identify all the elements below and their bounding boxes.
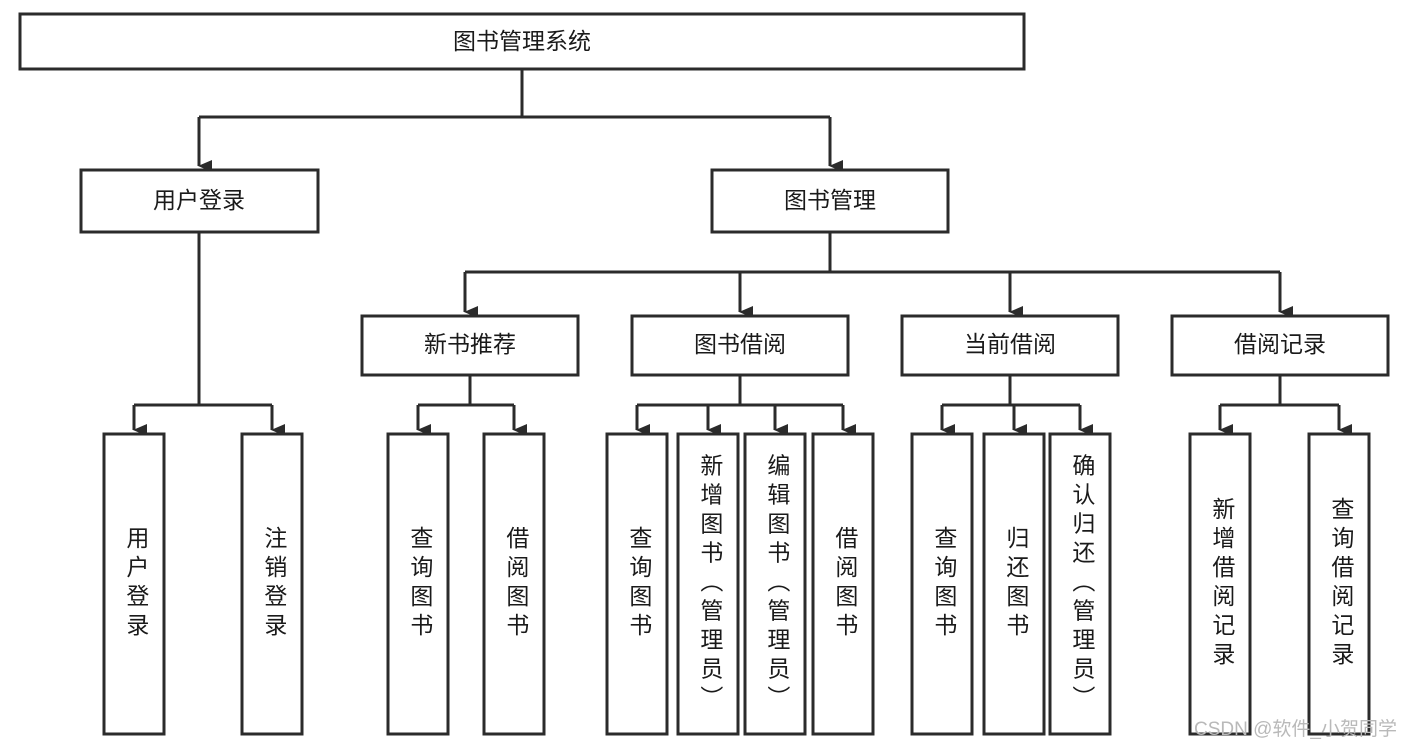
edge-group-current-borrow-to-leaves — [940, 375, 1093, 436]
node-leaf-query-book-3-box[interactable] — [910, 432, 974, 736]
node-book-manage[interactable]: 图书管理 — [710, 168, 950, 234]
node-leaf-borrow-book-1-label: 借阅图书 — [503, 526, 530, 642]
node-leaf-query-record[interactable]: 查询借阅记录 — [1307, 432, 1371, 736]
node-leaf-borrow-book-2-box[interactable] — [811, 432, 875, 736]
node-new-book-recommend-box[interactable] — [360, 314, 580, 377]
node-leaf-edit-book[interactable]: 编辑图书（管理员） — [743, 432, 807, 736]
node-leaf-logout-label: 注销登录 — [261, 526, 288, 642]
node-root[interactable]: 图书管理系统 — [18, 12, 1026, 71]
node-leaf-query-book-3-label: 查询图书 — [931, 526, 958, 642]
edge-group-book-borrow-to-leaves — [635, 375, 856, 436]
node-leaf-query-book-2-box[interactable] — [605, 432, 669, 736]
node-root-label: 图书管理系统 — [453, 28, 591, 54]
node-user-login-label: 用户登录 — [153, 187, 245, 213]
node-leaf-edit-book-label: 编辑图书（管理员） — [764, 454, 791, 715]
node-leaf-edit-book-box[interactable] — [743, 432, 807, 736]
node-leaf-add-record-label: 新增借阅记录 — [1209, 497, 1236, 671]
node-new-book-recommend[interactable]: 新书推荐 — [360, 314, 580, 377]
node-leaf-borrow-book-1[interactable]: 借阅图书 — [482, 432, 546, 736]
node-book-borrow-box[interactable] — [630, 314, 850, 377]
node-book-borrow[interactable]: 图书借阅 — [630, 314, 850, 377]
edge-group-new-book-recommend-to-leaves — [416, 375, 527, 436]
node-leaf-user-login-box[interactable] — [102, 432, 166, 736]
node-leaf-borrow-book-2-label: 借阅图书 — [832, 526, 859, 642]
node-current-borrow[interactable]: 当前借阅 — [900, 314, 1120, 377]
node-leaf-query-record-box[interactable] — [1307, 432, 1371, 736]
node-leaf-add-record[interactable]: 新增借阅记录 — [1188, 432, 1252, 736]
node-borrow-record[interactable]: 借阅记录 — [1170, 314, 1390, 377]
node-leaf-add-record-box[interactable] — [1188, 432, 1252, 736]
node-leaf-query-book-1[interactable]: 查询图书 — [386, 432, 450, 736]
node-leaf-add-book-label: 新增图书（管理员） — [697, 454, 724, 715]
node-leaf-confirm-return-box[interactable] — [1048, 432, 1112, 736]
edge-group-root-to-level1 — [197, 69, 843, 172]
node-leaf-user-login-label: 用户登录 — [123, 526, 150, 642]
edge-group-book-manage-to-level2 — [463, 232, 1293, 318]
node-leaf-borrow-book-2[interactable]: 借阅图书 — [811, 432, 875, 736]
node-leaf-user-login[interactable]: 用户登录 — [102, 432, 166, 736]
node-leaf-add-book[interactable]: 新增图书（管理员） — [676, 432, 740, 736]
node-book-manage-box[interactable] — [710, 168, 950, 234]
node-borrow-record-label: 借阅记录 — [1234, 331, 1326, 357]
node-leaf-query-book-1-label: 查询图书 — [407, 526, 434, 642]
node-root-box[interactable] — [18, 12, 1026, 71]
node-book-manage-label: 图书管理 — [784, 187, 876, 213]
edge-group-user-login-to-leaves — [132, 232, 285, 436]
node-current-borrow-box[interactable] — [900, 314, 1120, 377]
node-leaf-add-book-box[interactable] — [676, 432, 740, 736]
node-borrow-record-box[interactable] — [1170, 314, 1390, 377]
edge-group-borrow-record-to-leaves — [1218, 375, 1352, 436]
node-leaf-confirm-return[interactable]: 确认归还（管理员） — [1048, 432, 1112, 736]
node-leaf-query-book-1-box[interactable] — [386, 432, 450, 736]
node-current-borrow-label: 当前借阅 — [964, 331, 1056, 357]
node-leaf-borrow-book-1-box[interactable] — [482, 432, 546, 736]
node-leaf-query-book-2-label: 查询图书 — [626, 526, 653, 642]
node-leaf-query-book-2[interactable]: 查询图书 — [605, 432, 669, 736]
node-leaf-return-book-box[interactable] — [982, 432, 1046, 736]
node-leaf-logout-box[interactable] — [240, 432, 304, 736]
node-book-borrow-label: 图书借阅 — [694, 331, 786, 357]
node-leaf-logout[interactable]: 注销登录 — [240, 432, 304, 736]
node-user-login[interactable]: 用户登录 — [79, 168, 320, 234]
node-leaf-query-record-label: 查询借阅记录 — [1328, 497, 1355, 671]
node-user-login-box[interactable] — [79, 168, 320, 234]
node-leaf-return-book-label: 归还图书 — [1003, 526, 1030, 642]
node-leaf-confirm-return-label: 确认归还（管理员） — [1069, 454, 1096, 715]
node-new-book-recommend-label: 新书推荐 — [424, 331, 516, 357]
node-leaf-query-book-3[interactable]: 查询图书 — [910, 432, 974, 736]
node-leaf-return-book[interactable]: 归还图书 — [982, 432, 1046, 736]
